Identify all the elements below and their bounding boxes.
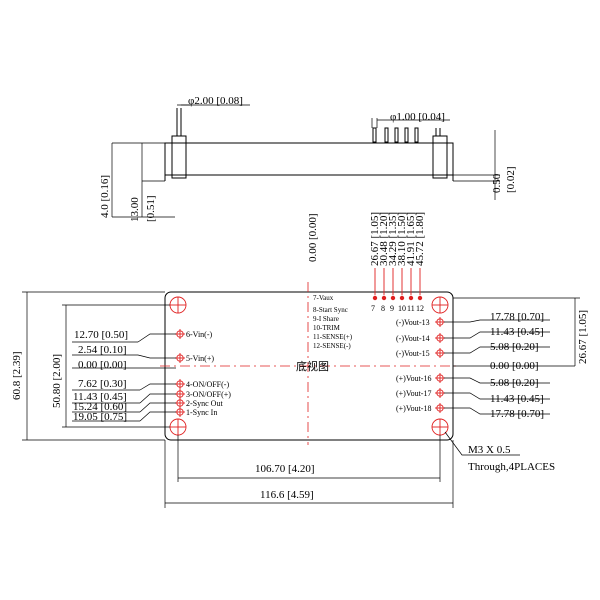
pin-9-label: 9-I Share (313, 315, 339, 323)
pin-14-dim: 11.43 [0.45] (490, 326, 544, 338)
total-width-dim: 116.6 [4.59] (260, 489, 314, 501)
pin-10-label: 10-TRIM (313, 324, 341, 332)
side-view-right-pin (432, 135, 448, 179)
bottom-view: 底视图 (11, 212, 589, 508)
pin-15-label: (-)Vout-15 (396, 349, 430, 358)
pin-3-dim: 11.43 [0.45] (73, 391, 127, 403)
hole-spacing-height-dim: 50.80 [2.00] (51, 354, 63, 408)
pin-5-label: 5-Vin(+) (186, 354, 214, 363)
pin-18-dim: 17.78 [0.70] (490, 408, 544, 420)
pin-7-label: 7-Vaux (313, 294, 334, 302)
side-view: φ2.00 [0.08] φ1.00 [0.04] 4.0 [0.16] 13.… (99, 95, 517, 222)
pin-6-label: 6-Vin(-) (186, 330, 213, 339)
pin-5-dim: 2.54 [0.10] (78, 344, 127, 356)
pin-2-dim: 15.24 [0.60] (73, 401, 127, 413)
pin-4-label: 4-ON/OFF(-) (186, 380, 229, 389)
pin-4-dim: 7.62 [0.30] (78, 378, 127, 390)
top-pin-labels: 7-Vaux 8-Start Sync 9-I Share 10-TRIM 11… (313, 294, 353, 350)
small-pin-diameter: φ1.00 [0.04] (390, 111, 445, 123)
pin-7-number: 7 (371, 304, 375, 313)
right-zero-dim: 0.00 [0.00] (490, 360, 539, 372)
body-height-dim: 13.00 (129, 197, 141, 222)
top-pins: 7 8 9 10 11 12 (371, 268, 424, 313)
side-view-body (164, 142, 454, 176)
right-pins: (-)Vout-13 (-)Vout-14 (-)Vout-15 (+)Vout… (396, 311, 550, 420)
pin-17-label: (+)Vout-17 (396, 389, 431, 398)
hole-spacing-width-dim: 106.70 [4.20] (255, 463, 315, 475)
pin-13-label: (-)Vout-13 (396, 318, 430, 327)
pin-16-dim: 5.08 [0.20] (490, 377, 539, 389)
left-pins: 6-Vin(-) 5-Vin(+) 4-ON/OFF(-) 3-ON/OFF(+… (72, 329, 231, 423)
side-view-large-pin (171, 135, 187, 179)
pin-9-number: 9 (390, 304, 394, 313)
pin-13-dim: 17.78 [0.70] (490, 311, 544, 323)
pin-17-dim: 11.43 [0.45] (490, 393, 544, 405)
bottom-view-label: 底视图 (296, 359, 329, 373)
pin-18-label: (+)Vout-18 (396, 404, 431, 413)
pin-14-label: (-)Vout-14 (396, 334, 430, 343)
mounting-hole-bottom-left (169, 418, 187, 436)
total-height-dim: 4.0 [0.16] (99, 175, 111, 218)
side-view-small-pins (372, 127, 419, 143)
pin-16-label: (+)Vout-16 (396, 374, 431, 383)
pin-6-dim: 12.70 [0.50] (74, 329, 128, 341)
pin-12-dim: 45.72 [1.80] (414, 212, 426, 266)
pin-2-label: 2-Sync Out (186, 399, 223, 408)
left-zero-dim: 0.00 [0.00] (78, 359, 127, 371)
pin-11-label: 11-SENSE(+) (313, 333, 353, 341)
standoff-dim: 0.50 (491, 173, 503, 193)
pin-1-label: 1-Sync In (186, 408, 217, 417)
pin-8-dim: 30.48 [1.20] (378, 212, 390, 266)
standoff-dim-in: [0.02] (505, 166, 517, 193)
pin-7-dim: 26.67 [1.05] (369, 212, 381, 266)
pin-8-label: 8-Start Sync (313, 306, 348, 314)
mounting-note-thread: M3 X 0.5 (468, 444, 511, 456)
pin-10-dim: 38.10 [1.50] (396, 212, 408, 266)
pin-3-label: 3-ON/OFF(+) (186, 390, 231, 399)
pin-15-dim: 5.08 [0.20] (490, 341, 539, 353)
pin-11-number: 11 (407, 304, 415, 313)
pin-8-number: 8 (381, 304, 385, 313)
right-vertical-dim: 26.67 [1.05] (577, 310, 589, 364)
pin-12-label: 12-SENSE(-) (313, 342, 351, 350)
mounting-hole-top-right (431, 296, 449, 314)
pin-10-number: 10 (398, 304, 406, 313)
pin-1-dim: 19.05 [0.75] (73, 411, 127, 423)
top-zero-dim: 0.00 [0.00] (307, 213, 319, 262)
mounting-hole-top-left (169, 296, 187, 314)
pin-11-dim: 41.91 [1.65] (405, 212, 417, 266)
body-height-dim-in: [0.51] (145, 195, 157, 222)
outer-height-dim: 60.8 [2.39] (11, 351, 23, 400)
large-pin-diameter: φ2.00 [0.08] (188, 95, 243, 107)
mounting-note-through: Through,4PLACES (468, 461, 555, 473)
pin-9-dim: 34.29 [1.35] (387, 212, 399, 266)
pin-12-number: 12 (416, 304, 424, 313)
top-dimensions: 0.00 [0.00] 26.67 [1.05] 30.48 [1.20] 34… (307, 212, 426, 266)
